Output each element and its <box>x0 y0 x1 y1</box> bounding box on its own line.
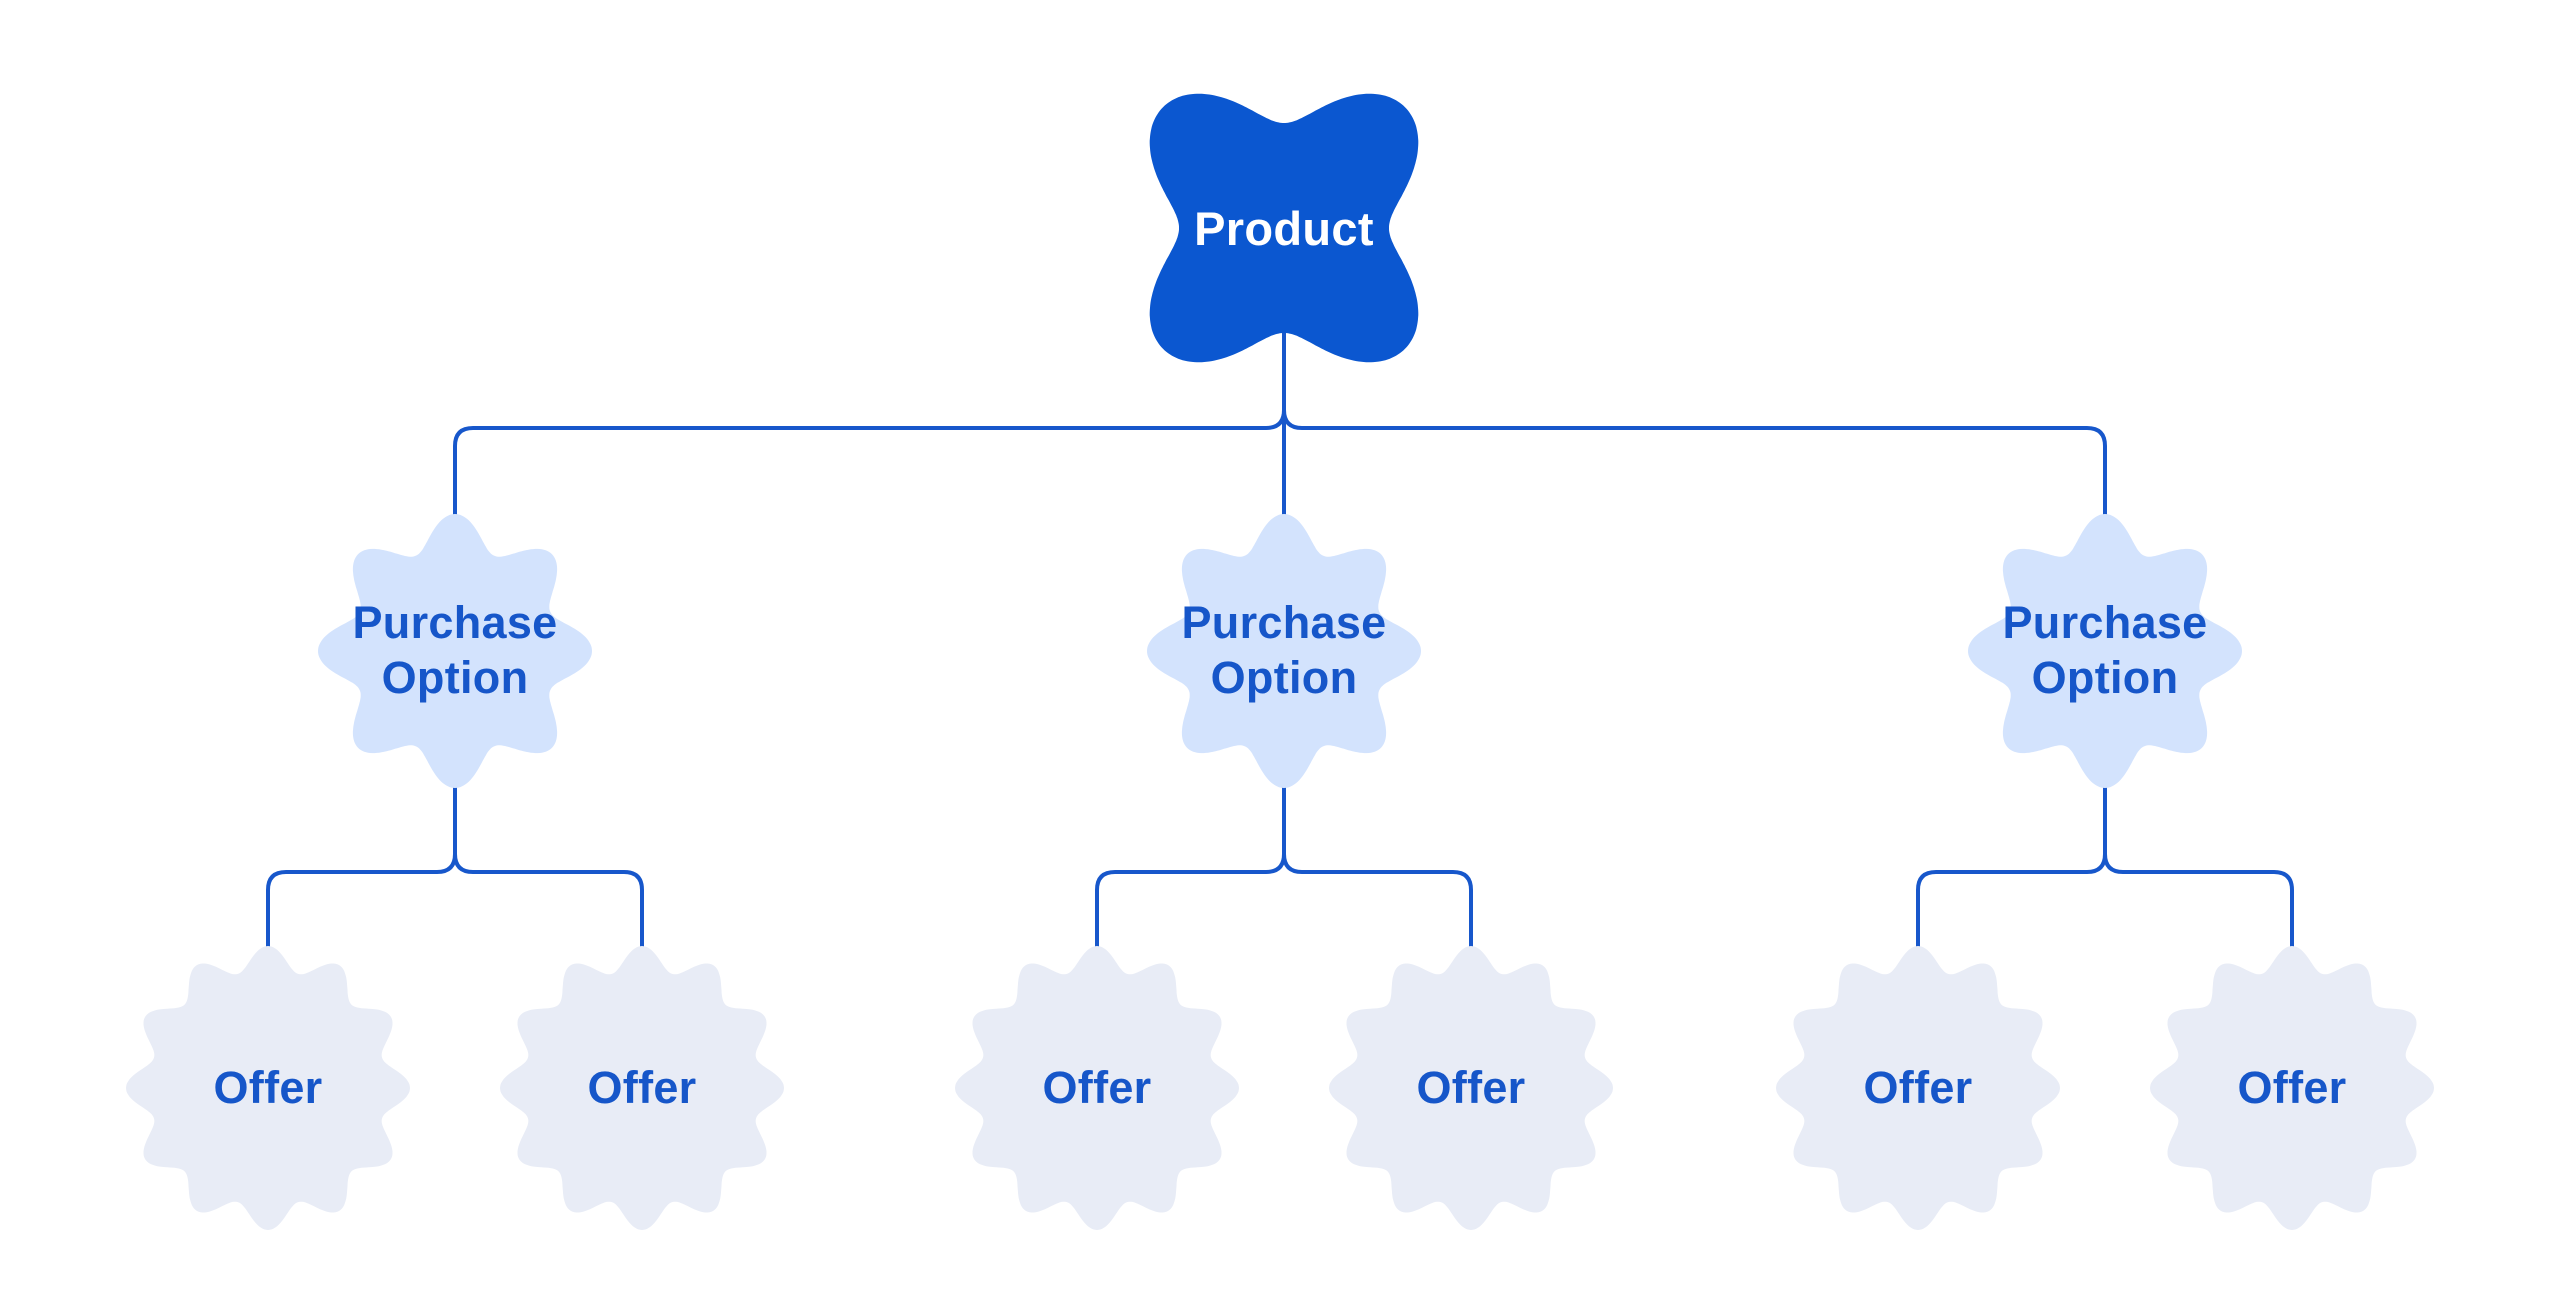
product-label: Product <box>1194 201 1374 255</box>
blob-shape <box>1147 514 1421 788</box>
purchase-option-label: Purchase Option <box>2002 597 2208 703</box>
offer-node-4: Offer <box>1329 946 1613 1230</box>
offer-node-1: Offer <box>126 946 410 1230</box>
blob-shape <box>1329 946 1613 1230</box>
blob-shape <box>318 514 592 788</box>
blob-shape <box>500 946 784 1230</box>
offer-blob <box>1776 946 2060 1230</box>
connector-line <box>1095 768 1286 950</box>
offer-label: Offer <box>1863 1062 1973 1113</box>
product-blob <box>1149 93 1419 363</box>
offer-label: Offer <box>1416 1062 1526 1113</box>
purchase-option-blob <box>318 514 592 788</box>
purchase-option-node-1: Purchase Option <box>317 513 593 789</box>
connector-line <box>1282 298 2107 516</box>
offer-label: Offer <box>587 1062 697 1113</box>
blob-shape <box>955 946 1239 1230</box>
offer-label: Offer <box>213 1062 323 1113</box>
purchase-option-blob <box>1968 514 2242 788</box>
offer-node-2: Offer <box>500 946 784 1230</box>
connector-line <box>2103 768 2294 950</box>
purchase-option-label: Purchase Option <box>352 597 558 703</box>
offer-node-3: Offer <box>955 946 1239 1230</box>
blob-shape <box>1968 514 2242 788</box>
offer-blob <box>2150 946 2434 1230</box>
offer-blob <box>500 946 784 1230</box>
connector-line <box>1282 768 1473 950</box>
blob-shape <box>126 946 410 1230</box>
purchase-option-node-3: Purchase Option <box>1967 513 2243 789</box>
offer-blob <box>1329 946 1613 1230</box>
blob-shape <box>1149 93 1419 363</box>
blob-shape <box>2150 946 2434 1230</box>
offer-label: Offer <box>2237 1062 2347 1113</box>
offer-label: Offer <box>1042 1062 1152 1113</box>
purchase-option-blob <box>1147 514 1421 788</box>
offer-node-5: Offer <box>1776 946 2060 1230</box>
connector-line <box>266 768 457 950</box>
connector-line <box>1916 768 2107 950</box>
connector-line <box>453 768 644 950</box>
offer-node-6: Offer <box>2150 946 2434 1230</box>
offer-blob <box>955 946 1239 1230</box>
blob-shape <box>1776 946 2060 1230</box>
purchase-option-label: Purchase Option <box>1181 597 1387 703</box>
purchase-option-node-2: Purchase Option <box>1146 513 1422 789</box>
offer-blob <box>126 946 410 1230</box>
product-node: Product <box>1149 93 1419 363</box>
